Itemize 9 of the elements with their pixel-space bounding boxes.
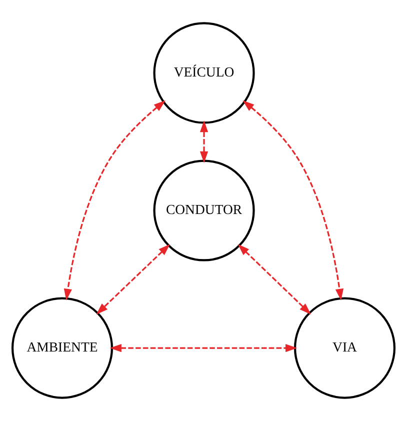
node-circle: CONDUTOR — [153, 160, 255, 262]
arrow — [64, 100, 166, 300]
arrow — [96, 244, 170, 314]
node-circle: AMBIENTE — [11, 297, 114, 399]
arrow — [110, 344, 298, 352]
arrow — [238, 244, 311, 314]
arrow — [200, 120, 208, 164]
arrow — [242, 100, 344, 301]
node-circle: VIA — [294, 297, 396, 399]
